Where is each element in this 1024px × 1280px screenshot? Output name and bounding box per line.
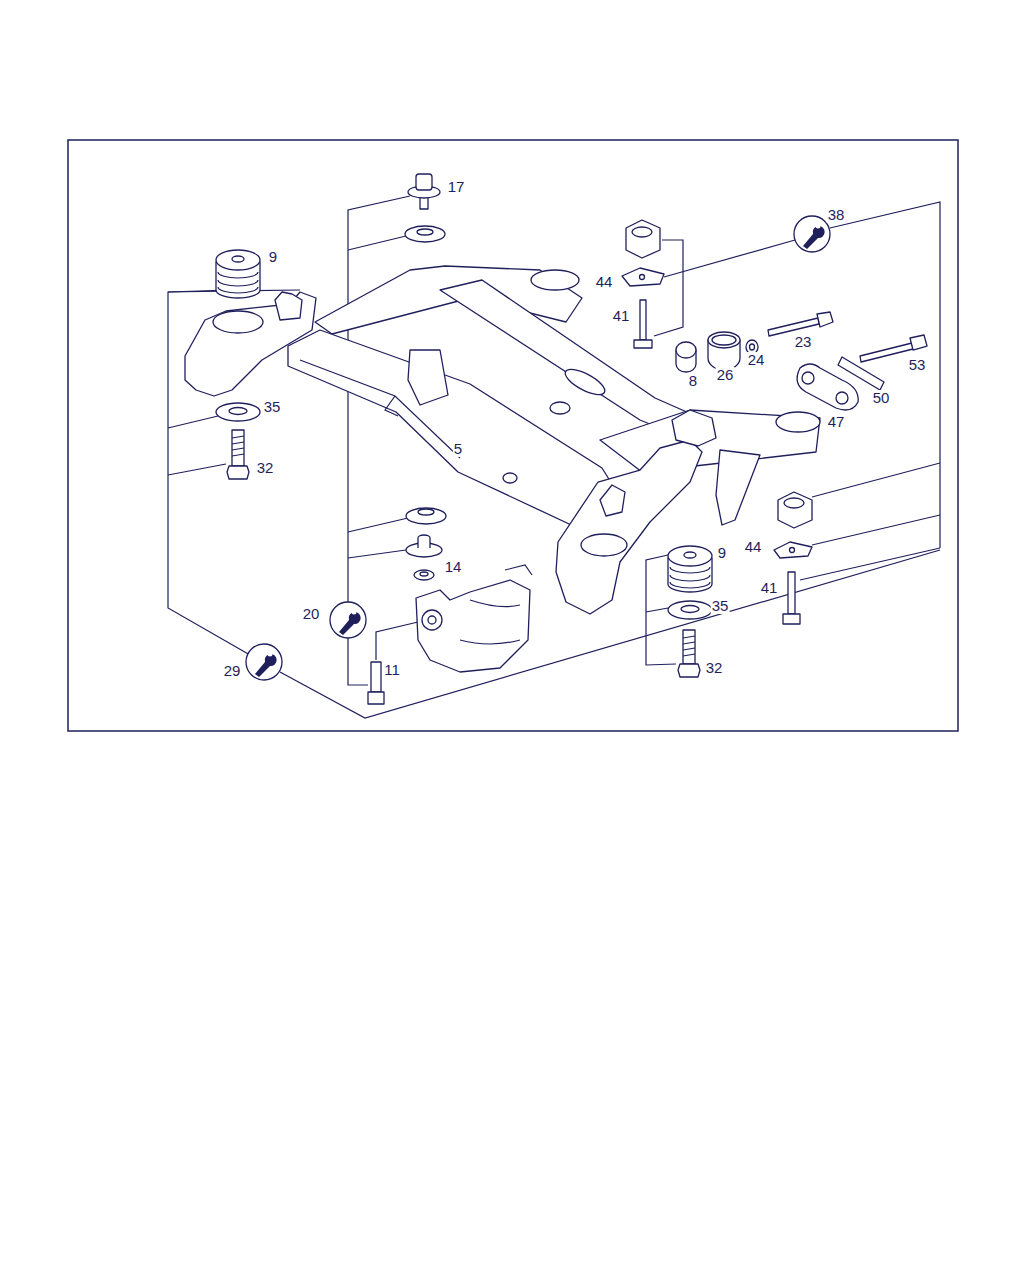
callout-number: 47 — [827, 414, 846, 430]
callout-number: 44 — [595, 274, 614, 290]
callout-number: 32 — [705, 660, 724, 676]
callout-number: 20 — [302, 606, 321, 622]
callout-number: 5 — [453, 441, 463, 457]
callout-number: 26 — [716, 367, 735, 383]
rear-subframe — [185, 266, 820, 614]
callout-number: 9 — [717, 545, 727, 561]
callout-number: 29 — [223, 663, 242, 679]
callout-number: 53 — [908, 357, 927, 373]
callout-number: 50 — [872, 390, 891, 406]
callout-number: 35 — [711, 598, 730, 614]
callout-number: 35 — [263, 399, 282, 415]
torque-symbol — [246, 216, 830, 680]
callout-number: 8 — [688, 373, 698, 389]
callout-number: 32 — [256, 460, 275, 476]
callout-number: 41 — [760, 580, 779, 596]
callout-number: 9 — [268, 249, 278, 265]
callout-number: 23 — [794, 334, 813, 350]
parts — [216, 174, 927, 704]
callout-number: 24 — [747, 352, 766, 368]
callout-number: 11 — [383, 662, 401, 678]
callout-number: 14 — [444, 559, 463, 575]
callout-number: 44 — [744, 539, 763, 555]
callout-number: 17 — [447, 179, 466, 195]
callout-number: 38 — [827, 207, 846, 223]
callout-number: 41 — [612, 308, 631, 324]
